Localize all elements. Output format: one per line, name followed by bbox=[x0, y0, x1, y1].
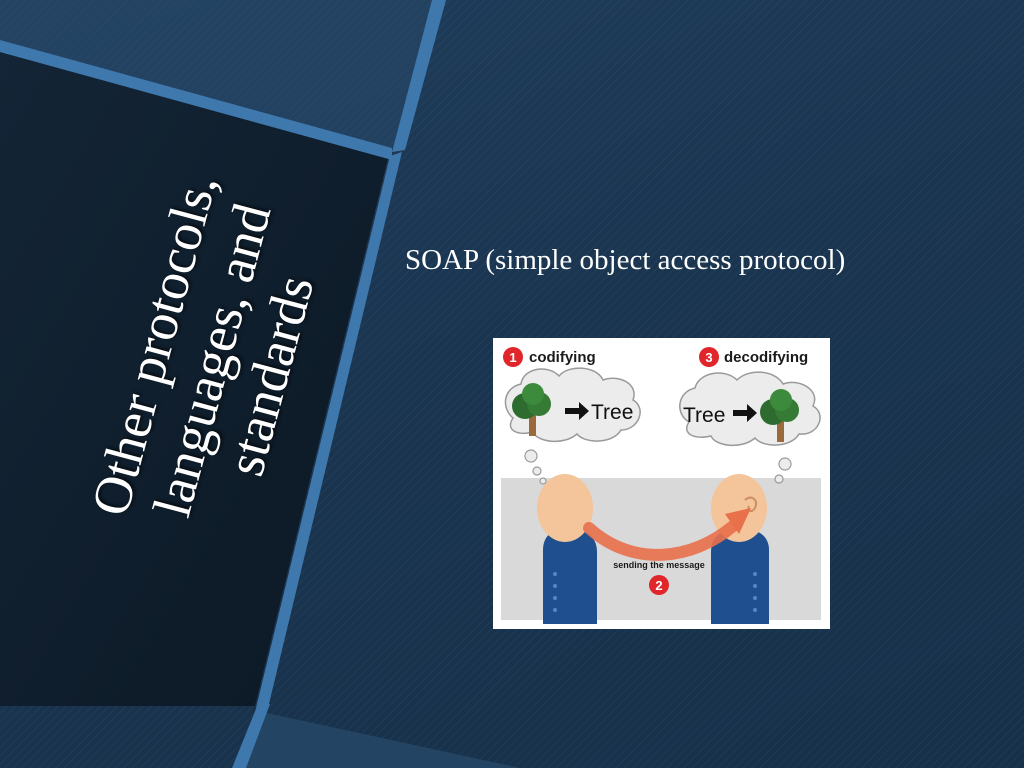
step2-badge bbox=[649, 575, 669, 595]
person-left bbox=[537, 474, 597, 624]
step3-number: 3 bbox=[705, 350, 712, 365]
soap-diagram: 1 codifying 3 decodifying Tree bbox=[493, 338, 830, 629]
step1-badge bbox=[503, 347, 523, 367]
thought-cloud-left bbox=[504, 367, 641, 485]
arrow-right-icon-2 bbox=[733, 404, 757, 422]
arrow-right-icon bbox=[565, 402, 589, 420]
step1-label: codifying bbox=[529, 349, 596, 366]
dark-title-panel bbox=[0, 52, 388, 706]
tree-icon-left bbox=[512, 383, 551, 436]
step3-label: decodifying bbox=[724, 349, 808, 366]
word-left: Tree bbox=[591, 401, 633, 424]
thought-cloud-right bbox=[679, 371, 821, 484]
step1-number: 1 bbox=[509, 350, 516, 365]
accent-strip-diagonal bbox=[392, 0, 446, 152]
step3-badge bbox=[699, 347, 719, 367]
slide-subtitle: SOAP (simple object access protocol) bbox=[405, 244, 846, 276]
message-arrow bbox=[583, 520, 739, 561]
message-arrowhead bbox=[725, 508, 751, 534]
step2-number: 2 bbox=[655, 578, 662, 593]
tree-icon-right bbox=[760, 389, 799, 442]
accent-strip-long bbox=[256, 152, 402, 708]
soap-diagram-svg: 1 codifying 3 decodifying Tree bbox=[501, 347, 821, 624]
step2-label: sending the message bbox=[613, 560, 705, 570]
person-right bbox=[711, 474, 769, 624]
accent-strip-top bbox=[0, 40, 392, 160]
word-right: Tree bbox=[683, 404, 725, 427]
